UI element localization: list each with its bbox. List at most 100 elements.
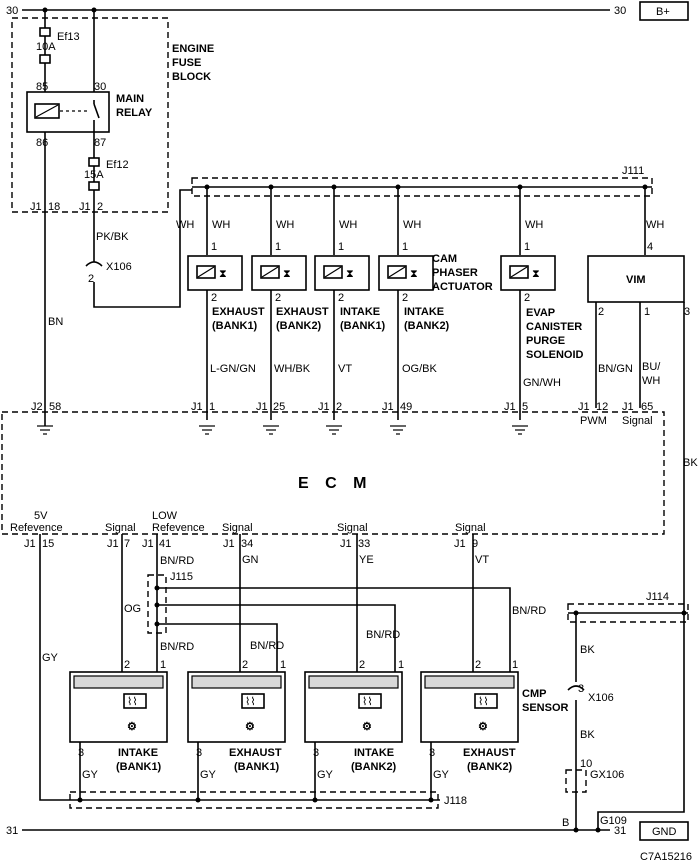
solenoid-valve-icon: ⧗ <box>410 268 418 280</box>
actuator-4-pin2: 2 <box>402 292 408 304</box>
cmp3-name-1: INTAKE <box>354 747 394 759</box>
relay-pin-30: 30 <box>94 81 106 93</box>
ecm-pin-34-n: 34 <box>241 538 253 550</box>
ground-symbol-icon <box>37 400 53 435</box>
evap-name-2: CANISTER <box>526 321 582 333</box>
wire-ye-label: YE <box>359 554 374 566</box>
wire-gy-5v: GY <box>42 652 59 664</box>
ground-symbol-icon <box>263 425 279 435</box>
evap-pin2: 2 <box>524 292 530 304</box>
cmp3-pin2: 2 <box>359 659 365 671</box>
splice-j111: J111 WH <box>176 165 653 231</box>
ecm-conn-evap-n: 5 <box>522 401 528 413</box>
cmp1-pin3: 3 <box>78 747 84 759</box>
cmp1-pin2: 2 <box>124 659 130 671</box>
ecm-pin-7-j: J1 <box>107 538 119 550</box>
actuator-3-name-2: (BANK1) <box>340 320 386 332</box>
evap-out-wire: GN/WH <box>523 377 561 389</box>
gear-icon: ⚙ <box>478 721 488 733</box>
cmp4-pin2: 2 <box>475 659 481 671</box>
gear-icon: ⚙ <box>127 721 137 733</box>
evap-name-4: SOLENOID <box>526 349 584 361</box>
cmp3-pin1: 1 <box>398 659 404 671</box>
actuator-4-wire: WH <box>403 219 421 231</box>
vim-wire-3: BK <box>683 457 698 469</box>
ecm-pin-15-top: 5V <box>34 510 48 522</box>
sensor-coil-icon: ⌇⌇ <box>362 696 373 708</box>
cmp4-gy: GY <box>433 769 450 781</box>
connector-x106-right-icon <box>567 685 585 691</box>
connector-x106-right-label: X106 <box>588 692 614 704</box>
ecm-pin-9-j: J1 <box>454 538 466 550</box>
solenoid-valve-icon: ⧗ <box>346 268 354 280</box>
cmp2-gy: GY <box>200 769 217 781</box>
vim-conn-pwm-n: 12 <box>596 401 608 413</box>
fuse-ef12-label: Ef12 <box>106 159 129 171</box>
splice-j114-label: J114 <box>646 591 669 603</box>
cmp3-name-2: (BANK2) <box>351 761 397 773</box>
vim-pin-4: 4 <box>647 241 653 253</box>
ecm-pin-41-j: J1 <box>142 538 154 550</box>
fuse-ef13-label: Ef13 <box>57 31 80 43</box>
ecm-pin-15-j: J1 <box>24 538 36 550</box>
splice-j118-label: J118 <box>444 795 467 807</box>
supply-left-number: 30 <box>6 5 18 17</box>
ecm-pin-33-n: 33 <box>358 538 370 550</box>
cmp2-pin2: 2 <box>242 659 248 671</box>
connector-x106-right-pin: 3 <box>578 683 584 695</box>
wire-bnrd-main: BN/RD <box>160 555 194 567</box>
gx106-pin: 10 <box>580 758 592 770</box>
sensor-element-icon <box>123 693 147 709</box>
actuator-2-wire: WH <box>276 219 294 231</box>
fuse-block-title-2: FUSE <box>172 57 201 69</box>
vim-label: VIM <box>626 274 646 286</box>
gnd-terminal-box <box>639 821 689 841</box>
vim-conn-sig-j: J1 <box>622 401 634 413</box>
fuse-block-title-1: ENGINE <box>172 43 214 55</box>
ecm-conn-58: 58 <box>49 401 61 413</box>
vim-wire-top: WH <box>646 219 664 231</box>
actuator-4-pin1: 1 <box>402 241 408 253</box>
b-plus-terminal-box <box>639 1 689 21</box>
ground-symbol-icon <box>390 425 406 435</box>
main-relay-label-2: RELAY <box>116 107 153 119</box>
actuator-3-out-wire: VT <box>338 363 352 375</box>
ground-symbol-icon <box>326 425 342 435</box>
actuator-4-name-2: (BANK2) <box>404 320 450 332</box>
ecm-pin-9-n: 9 <box>472 538 478 550</box>
actuator-4-name-1: INTAKE <box>404 306 444 318</box>
vim-pwm-label: PWM <box>580 415 607 427</box>
ground-node-b: B <box>562 817 569 829</box>
sensor-coil-icon: ⌇⌇ <box>245 696 256 708</box>
supply-line: 30 30 B+ <box>6 1 689 21</box>
actuator-2-pin2: 2 <box>275 292 281 304</box>
connector-pin-18: 18 <box>48 201 60 213</box>
vim-conn-pwm-j: J1 <box>578 401 590 413</box>
vim-pin-3: 3 <box>684 306 690 318</box>
connector-j1-right: J1 <box>79 201 91 213</box>
cmp3-pin3: 3 <box>313 747 319 759</box>
actuator-1-pin1: 1 <box>211 241 217 253</box>
ecm-conn-act2-j: J1 <box>256 401 268 413</box>
cmp-sensor-2: 2 1 ⌇⌇ ⚙ 3 EXHAUST (BANK1) GY <box>187 659 286 800</box>
ecm-pin-33-bot: Signal <box>337 522 368 534</box>
ecm-pin-33-j: J1 <box>340 538 352 550</box>
connector-j1-left: J1 <box>30 201 42 213</box>
connector-x106-pin: 2 <box>88 273 94 285</box>
engine-fuse-block: ENGINE FUSE BLOCK Ef13 10A 85 30 MAIN RE… <box>11 10 214 400</box>
actuator-1-out-wire: L-GN/GN <box>210 363 256 375</box>
ecm-conn-act1-j: J1 <box>191 401 203 413</box>
relay-pin-85: 85 <box>36 81 48 93</box>
fuse-ef12-icon <box>88 157 100 167</box>
evap-name-3: PURGE <box>526 335 565 347</box>
connector-pin-2: 2 <box>97 201 103 213</box>
cmp2-pin3: 3 <box>196 747 202 759</box>
ground-line: 31 31 GND <box>6 821 689 841</box>
wire-wh-left-label: WH <box>176 219 194 231</box>
ecm-module: E C M J2 58 J1 1 J1 25 J1 2 J1 49 J1 5 <box>1 400 665 550</box>
wire-bnrd-s1: BN/RD <box>160 641 194 653</box>
evap-wire: WH <box>525 219 543 231</box>
vim-wire-1a: BU/ <box>642 361 661 373</box>
fuse-ef13-icon <box>39 27 51 37</box>
vim-pin-1: 1 <box>644 306 650 318</box>
